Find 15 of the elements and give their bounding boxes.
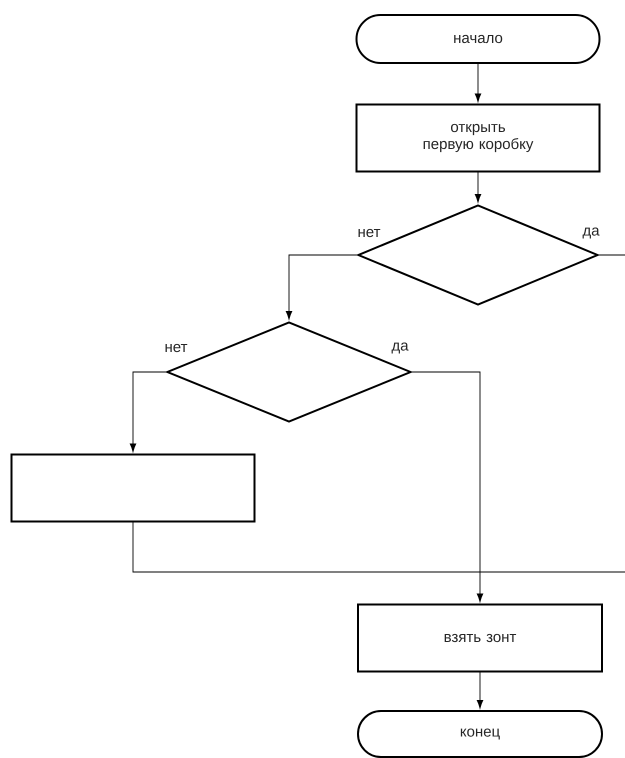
terminal-box: начало (356, 14, 600, 64)
terminal-box: конец (357, 710, 603, 758)
edge-label: да (581, 226, 601, 240)
edge-label: нет (164, 342, 188, 354)
arrow (130, 372, 166, 452)
edge-label: да (390, 341, 410, 355)
arrow (286, 254, 358, 320)
arrow (474, 172, 482, 202)
process-box: взять зонт (357, 604, 603, 672)
arrow (476, 672, 484, 708)
edge-label: нет (356, 228, 382, 238)
process-box: открыть первую коробку (356, 104, 600, 172)
arrow (474, 64, 482, 102)
arrow (412, 372, 484, 602)
process-box (10, 454, 256, 522)
